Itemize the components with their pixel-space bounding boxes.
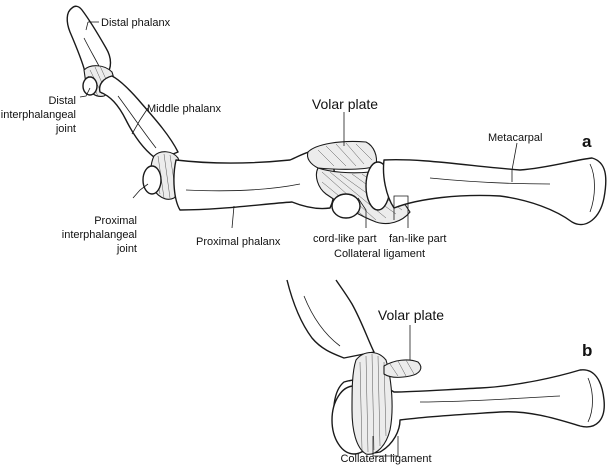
label-distal-ip-joint-line3: joint <box>55 123 76 135</box>
label-fan-like-part: fan-like part <box>389 233 446 245</box>
label-collateral-ligament-a: Collateral ligament <box>334 248 425 260</box>
panel-a-labels: Distal phalanx Distal interphalangeal jo… <box>1 17 592 260</box>
mcp-base <box>331 193 361 219</box>
panel-a-leaders <box>79 21 518 229</box>
label-collateral-ligament-b: Collateral ligament <box>340 453 431 465</box>
panel-label-b: b <box>582 341 592 360</box>
proximal-ip-condyle <box>142 165 162 195</box>
label-middle-phalanx: Middle phalanx <box>147 103 221 115</box>
label-cord-like-part: cord-like part <box>313 233 377 245</box>
panel-b-leaders <box>372 325 411 457</box>
label-metacarpal: Metacarpal <box>488 132 542 144</box>
label-volar-plate-a: Volar plate <box>312 96 378 112</box>
collateral-ligament-b-shape <box>351 351 393 455</box>
label-distal-ip-joint-line2: interphalangeal <box>1 109 76 121</box>
distal-ip-condyle <box>82 76 98 96</box>
label-distal-ip-joint-line1: Distal <box>48 95 76 107</box>
label-proximal-ip-joint-line2: interphalangeal <box>62 229 137 241</box>
collateral-ligament-a-shape <box>315 167 411 225</box>
middle-phalanx-bone <box>98 75 179 161</box>
panel-b-illustration <box>286 279 605 455</box>
label-proximal-ip-joint-line1: Proximal <box>94 215 137 227</box>
proximal-phalanx-bone <box>173 150 336 211</box>
label-proximal-phalanx: Proximal phalanx <box>196 236 281 248</box>
proximal-phalanx-b-bone <box>286 279 375 359</box>
panel-label-a: a <box>582 132 592 151</box>
metacarpal-bone <box>382 157 607 226</box>
label-volar-plate-b: Volar plate <box>378 307 444 323</box>
label-distal-phalanx: Distal phalanx <box>101 17 171 29</box>
label-proximal-ip-joint-line3: joint <box>116 243 137 255</box>
panel-a-illustration <box>66 5 607 226</box>
volar-plate-b-shape <box>383 359 422 378</box>
volar-plate-a-shape <box>306 140 378 170</box>
panel-b-labels: Volar plate b Collateral ligament <box>340 307 592 465</box>
